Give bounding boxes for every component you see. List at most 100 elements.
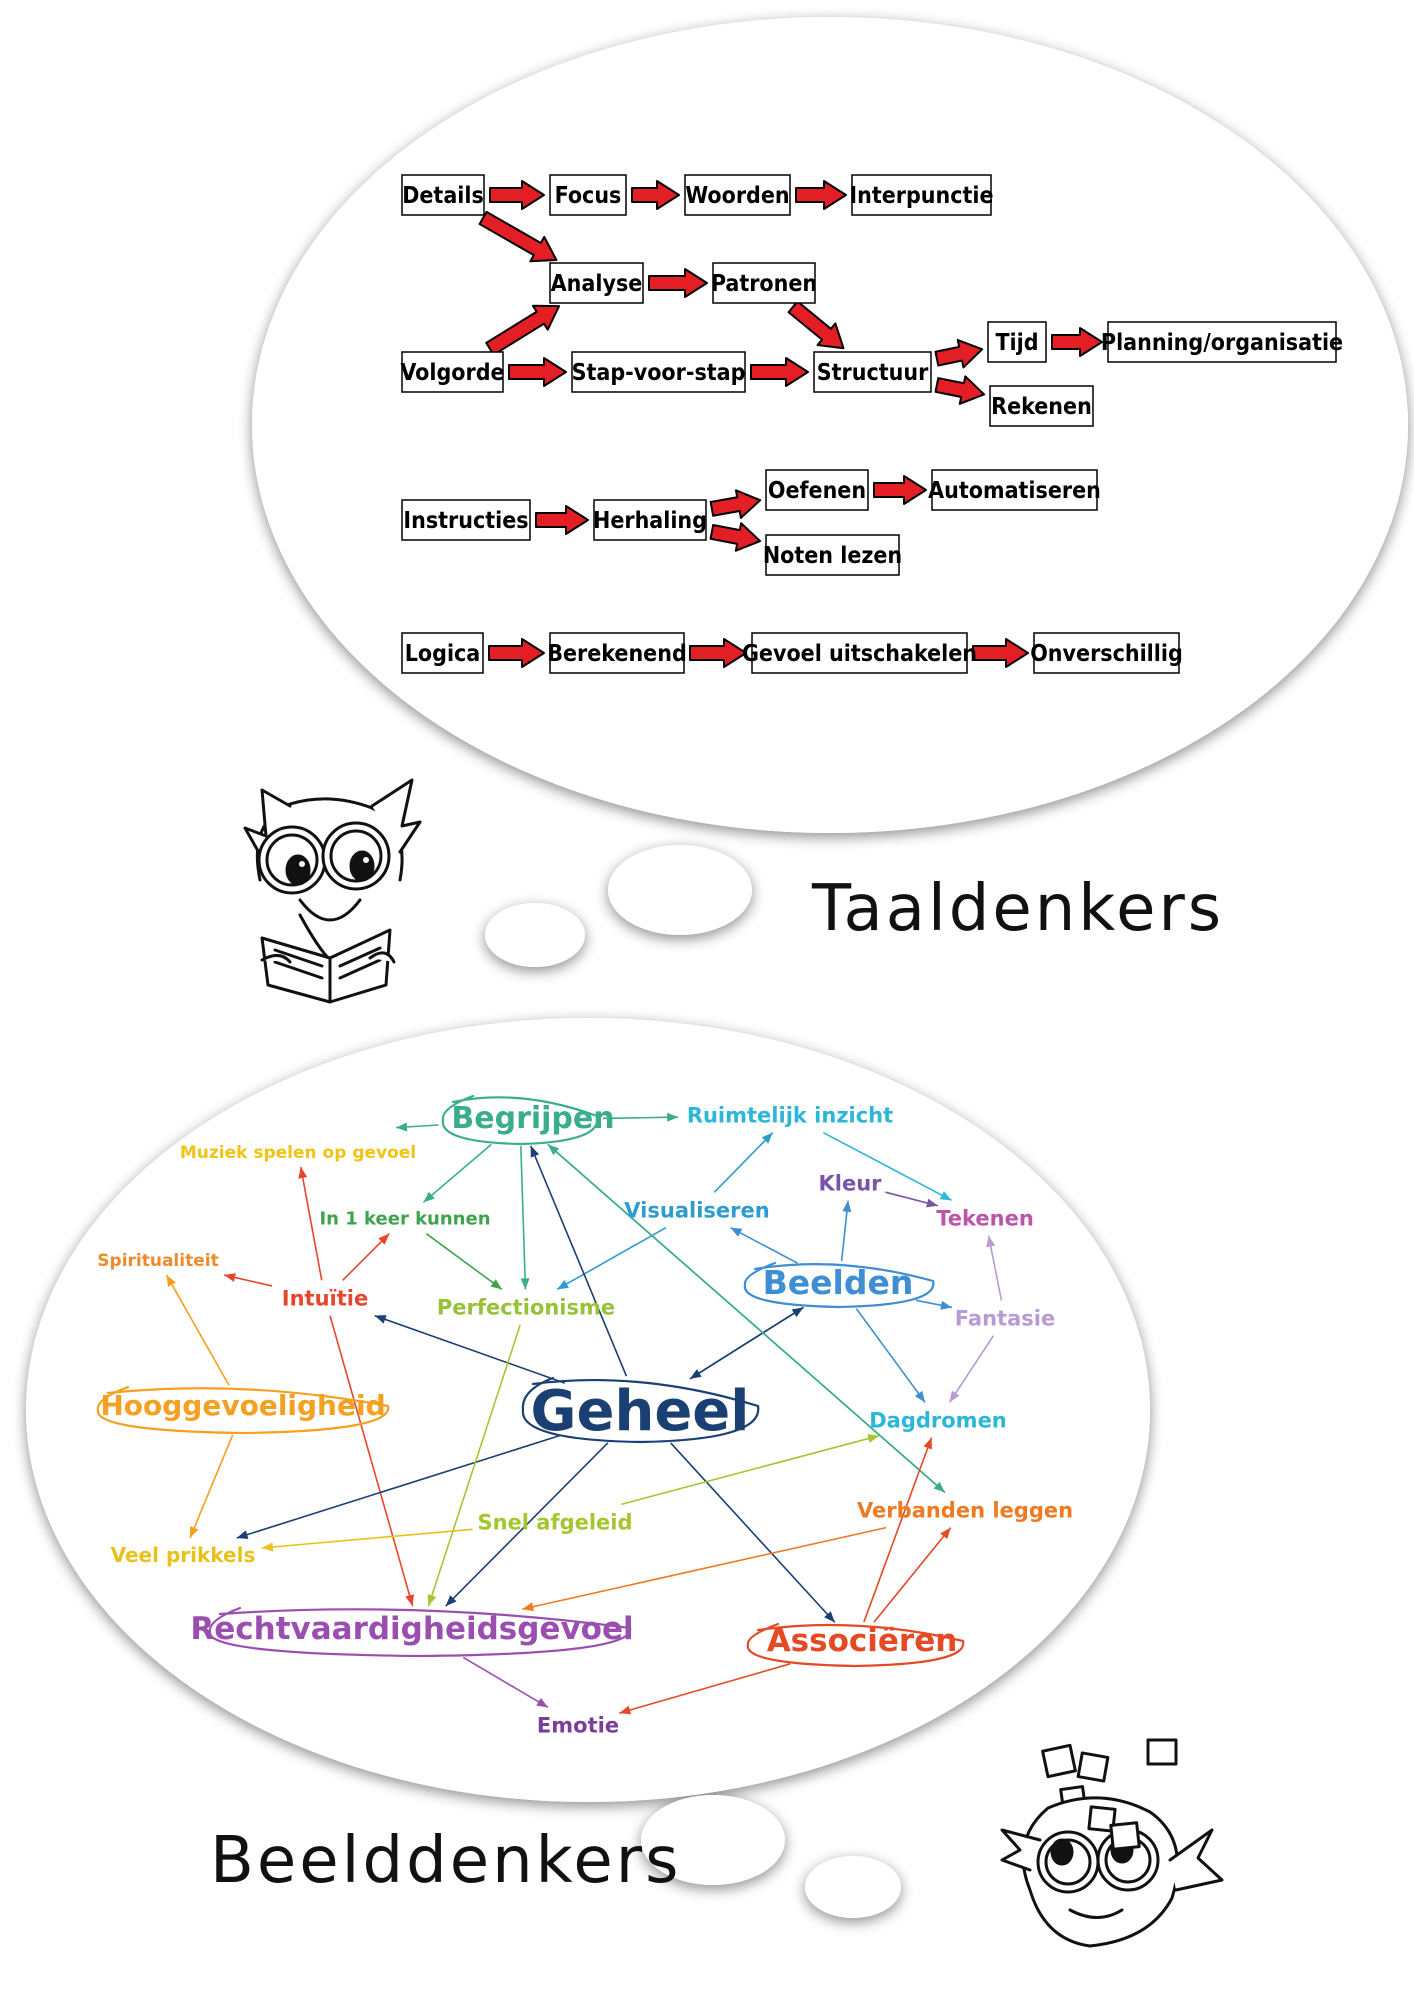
node-in1keer: In 1 keer kunnen: [319, 1208, 490, 1229]
box-rekenen: Rekenen: [989, 385, 1094, 427]
node-geheel-outline: [521, 1376, 760, 1444]
box-herhaling-label: Herhaling: [593, 508, 707, 534]
taaldenkers-caption: Taaldenkers: [811, 872, 1224, 946]
link-intuitie-to-in1keer: [342, 1233, 390, 1281]
link-geheel-to-rechtvaardigheid: [445, 1442, 609, 1607]
node-verbanden: Verbanden leggen: [857, 1499, 1073, 1523]
arrow-logica-to-berekenend: [488, 638, 545, 668]
link-in1keer-to-perfectionisme: [425, 1233, 503, 1290]
box-gevoel: Gevoel uitschakelen: [742, 632, 977, 674]
box-gevoel-label: Gevoel uitschakelen: [742, 641, 977, 667]
box-berekenend-label: Berekenend: [547, 641, 687, 667]
node-geheel: Geheel: [521, 1376, 760, 1444]
box-noten: Noten lezen: [763, 534, 902, 576]
link-fantasie-to-dagdromen: [948, 1335, 995, 1403]
node-fantasie-label: Fantasie: [955, 1307, 1055, 1331]
box-tijd: Tijd: [987, 321, 1047, 363]
box-noten-label: Noten lezen: [763, 543, 902, 569]
box-stap-label: Stap-voor-stap: [572, 360, 746, 386]
node-hooggevoeligheid-label: Hooggevoeligheid: [100, 1389, 385, 1422]
taaldenkers-bubble: [252, 17, 1408, 967]
box-oefenen: Oefenen: [765, 469, 869, 511]
arrow-herhaling-to-oefenen: [709, 489, 762, 519]
box-focus-label: Focus: [555, 183, 622, 209]
box-structuur-label: Structuur: [817, 360, 929, 386]
beelddenkers-caption: Beelddenkers: [210, 1824, 681, 1898]
box-onverschillig-label: Onverschillig: [1030, 641, 1183, 667]
node-perfectionisme: Perfectionisme: [437, 1296, 615, 1320]
node-verbanden-label: Verbanden leggen: [857, 1499, 1073, 1523]
arrow-herhaling-to-noten: [709, 522, 762, 552]
box-woorden-label: Woorden: [685, 183, 789, 209]
node-intuitie-label: Intuïtie: [282, 1287, 368, 1311]
box-instructies: Instructies: [401, 499, 531, 541]
node-geheel-label: Geheel: [531, 1379, 750, 1444]
box-patronen: Patronen: [711, 262, 817, 304]
box-focus: Focus: [549, 174, 627, 216]
arrow-structuur-to-tijd: [934, 339, 984, 369]
link-geheel-to-veel: [236, 1434, 560, 1539]
arrow-details-to-focus: [489, 180, 545, 210]
link-begrijpen-to-verbanden: [547, 1143, 946, 1493]
box-patronen-label: Patronen: [711, 271, 817, 297]
box-herhaling: Herhaling: [593, 499, 707, 541]
link-associeren-to-verbanden: [873, 1527, 952, 1623]
node-beelden: Beelden: [743, 1261, 935, 1309]
box-woorden: Woorden: [684, 174, 791, 216]
box-analyse: Analyse: [549, 262, 644, 304]
node-begrijpen: Begrijpen: [441, 1094, 615, 1146]
box-interpunctie: Interpunctie: [849, 174, 994, 216]
node-spiritualiteit-label: Spiritualiteit: [97, 1251, 218, 1271]
node-veel-label: Veel prikkels: [111, 1543, 256, 1567]
link-geheel-to-begrijpen: [529, 1145, 628, 1377]
node-tekenen: Tekenen: [936, 1207, 1034, 1231]
arrow-volgorde-to-stap: [508, 357, 567, 387]
link-beelden-to-dagdromen: [855, 1308, 926, 1403]
node-emotie-label: Emotie: [537, 1714, 619, 1738]
link-kleur-to-tekenen: [885, 1191, 939, 1208]
node-rechtvaardigheid-label: Rechtvaardigheidsgevoel: [190, 1611, 633, 1647]
node-rechtvaardigheid: Rechtvaardigheidsgevoel: [190, 1606, 634, 1658]
box-instructies-label: Instructies: [403, 508, 528, 534]
box-logica: Logica: [401, 632, 484, 674]
node-kleur-label: Kleur: [818, 1172, 882, 1196]
arrow-tijd-to-planning: [1051, 327, 1103, 357]
link-associeren-to-emotie: [619, 1663, 791, 1715]
box-rekenen-label: Rekenen: [991, 394, 1092, 420]
node-hooggevoeligheid: Hooggevoeligheid: [96, 1385, 390, 1435]
link-intuitie-to-rechtvaardigheid: [329, 1315, 414, 1607]
box-details: Details: [401, 174, 485, 216]
link-beelden-to-kleur: [840, 1200, 852, 1262]
node-hooggevoeligheid-outline: [96, 1385, 390, 1435]
box-automatiseren: Automatiseren: [928, 469, 1101, 511]
node-begrijpen-label: Begrijpen: [451, 1101, 614, 1136]
link-begrijpen-to-perfectionisme: [520, 1145, 530, 1290]
link-hooggevoeligheid-to-veel: [189, 1434, 234, 1539]
link-intuitie-to-spiritualiteit: [223, 1273, 273, 1287]
link-snel-to-veel: [261, 1528, 473, 1552]
box-interpunctie-label: Interpunctie: [849, 183, 993, 209]
arrow-oefenen-to-automatiseren: [873, 475, 927, 505]
mindmap-links: [165, 1112, 1003, 1715]
reading-creature-illustration: [243, 778, 422, 1004]
arrow-analyse-to-patronen: [648, 268, 708, 298]
arrow-instructies-to-herhaling: [535, 505, 589, 535]
box-oefenen-label: Oefenen: [768, 478, 866, 504]
node-muziek: Muziek spelen op gevoel: [180, 1143, 416, 1163]
node-visualiseren-label: Visualiseren: [624, 1199, 769, 1223]
node-kleur: Kleur: [818, 1172, 882, 1196]
box-onverschillig: Onverschillig: [1030, 632, 1183, 674]
box-details-label: Details: [402, 183, 484, 209]
link-beelden-to-geheel: [689, 1306, 804, 1380]
node-associeren-label: Associëren: [767, 1623, 958, 1659]
node-beelden-outline: [743, 1261, 935, 1309]
node-tekenen-label: Tekenen: [936, 1207, 1034, 1231]
link-fantasie-to-tekenen: [986, 1235, 1003, 1301]
box-structuur: Structuur: [813, 351, 932, 393]
box-logica-label: Logica: [405, 641, 481, 667]
link-hooggevoeligheid-to-spiritualiteit: [165, 1274, 230, 1386]
link-ruimtelijk-to-tekenen: [823, 1131, 952, 1202]
